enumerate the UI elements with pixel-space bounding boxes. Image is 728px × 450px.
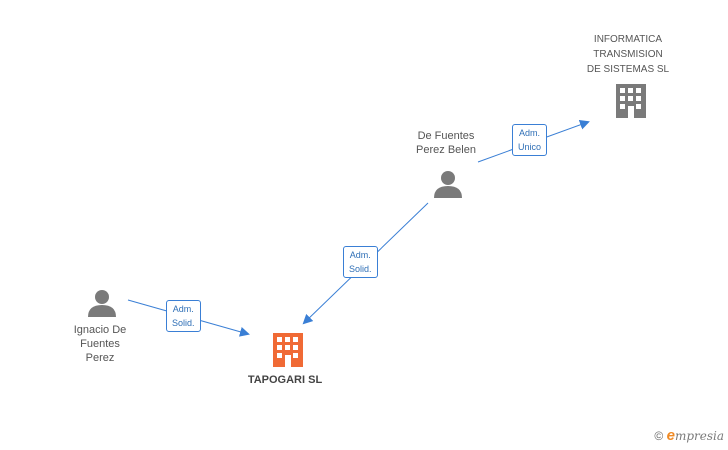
building-icon[interactable] <box>616 84 646 118</box>
brand-name: mpresia <box>674 429 724 443</box>
node-label-belen[interactable]: De Fuentes Perez Belen <box>416 130 476 156</box>
copyright-icon: © <box>654 429 664 443</box>
person-icon[interactable] <box>88 290 116 317</box>
node-label-informatica[interactable]: INFORMATICA TRANSMISION DE SISTEMAS SL <box>586 34 670 75</box>
edge-label-adm-unico: Adm. Unico <box>512 124 548 156</box>
edge-label-adm-solid-ignacio: Adm. Solid. <box>166 300 201 332</box>
brand-logo: © empresia <box>654 427 724 444</box>
node-label-tapogari[interactable]: TAPOGARI SL <box>247 374 323 386</box>
node-label-ignacio[interactable]: Ignacio De Fuentes Perez <box>73 324 127 364</box>
edge-label-adm-solid-belen: Adm. Solid. <box>343 246 378 278</box>
person-icon[interactable] <box>434 171 462 198</box>
building-icon-highlight[interactable] <box>273 333 303 367</box>
brand-initial: e <box>666 427 675 444</box>
